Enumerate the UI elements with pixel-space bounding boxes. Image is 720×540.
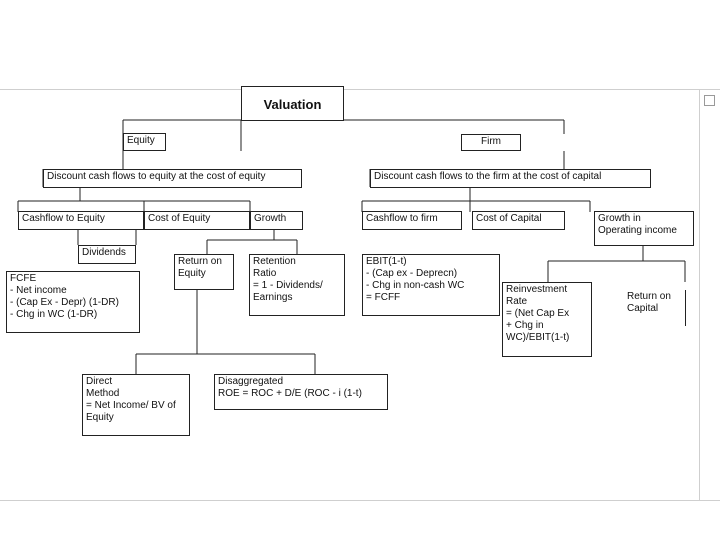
node-cashflow-to-equity: Cashflow to Equity [18,211,144,230]
node-disaggregated: Disaggregated ROE = ROC + D/E (ROC - i (… [214,374,388,410]
node-firm: Firm [461,134,521,151]
node-dividends: Dividends [78,245,136,264]
node-fcff: EBIT(1-t) - (Cap ex - Deprecn) - Chg in … [362,254,500,316]
node-direct-method: Direct Method = Net Income/ BV of Equity [82,374,190,436]
node-growth-equity: Growth [250,211,303,230]
node-fcfe: FCFE - Net income - (Cap Ex - Depr) (1-D… [6,271,140,333]
node-discount-equity: Discount cash flows to equity at the cos… [43,169,302,188]
node-reinvestment-rate: Reinvestment Rate = (Net Cap Ex + Chg in… [502,282,592,357]
node-growth-operating-income: Growth in Operating income [594,211,694,246]
slide-bottom-rule [0,500,720,501]
node-cost-of-capital: Cost of Capital [472,211,565,230]
slide-header-band [0,0,720,90]
node-retention-ratio: Retention Ratio = 1 - Dividends/ Earning… [249,254,345,316]
node-discount-firm: Discount cash flows to the firm at the c… [370,169,651,188]
slide-bullet-marker [704,95,715,106]
node-return-on-capital: Return on Capital [624,290,686,326]
node-cost-of-equity: Cost of Equity [144,211,250,230]
node-equity: Equity [123,133,166,151]
node-valuation: Valuation [241,86,344,121]
node-return-on-equity: Return on Equity [174,254,234,290]
node-cashflow-to-firm: Cashflow to firm [362,211,462,230]
slide-right-rule [699,90,700,500]
